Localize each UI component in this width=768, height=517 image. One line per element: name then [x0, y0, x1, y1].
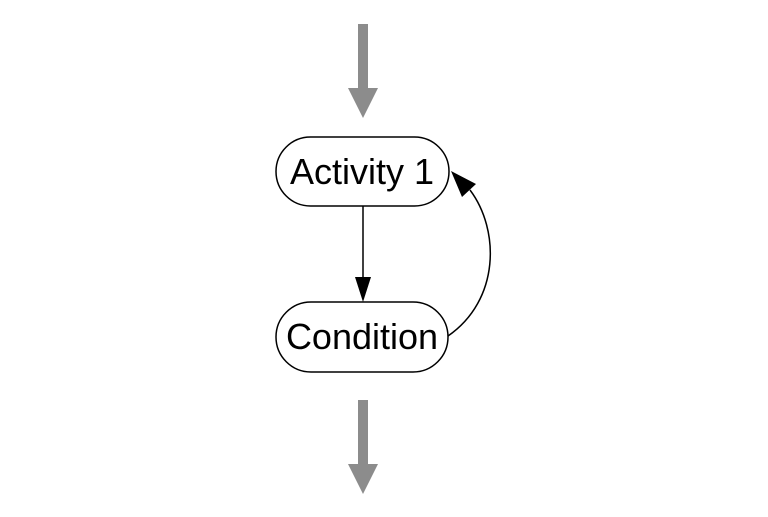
- edge-condition-to-activity-loop: [447, 171, 492, 337]
- condition-node-label: Condition: [286, 316, 438, 357]
- incoming-flow-arrow-head: [348, 88, 378, 118]
- condition-node-shape: [275, 301, 449, 373]
- edge-condition-to-activity-loop-curve: [447, 189, 492, 337]
- activity-node[interactable]: Activity 1: [275, 136, 450, 207]
- incoming-flow-arrow-shaft: [358, 24, 368, 90]
- edge-activity-to-condition: [355, 206, 371, 302]
- outgoing-flow-arrow-shaft: [358, 400, 368, 466]
- outgoing-flow-arrow: [348, 400, 378, 494]
- condition-node[interactable]: Condition: [275, 301, 449, 373]
- edge-activity-to-condition-arrowhead: [355, 277, 371, 302]
- outgoing-flow-arrow-head: [348, 464, 378, 494]
- activity-node-label: Activity 1: [290, 151, 434, 192]
- incoming-flow-arrow: [348, 24, 378, 118]
- edge-condition-to-activity-loop-arrowhead: [451, 171, 476, 197]
